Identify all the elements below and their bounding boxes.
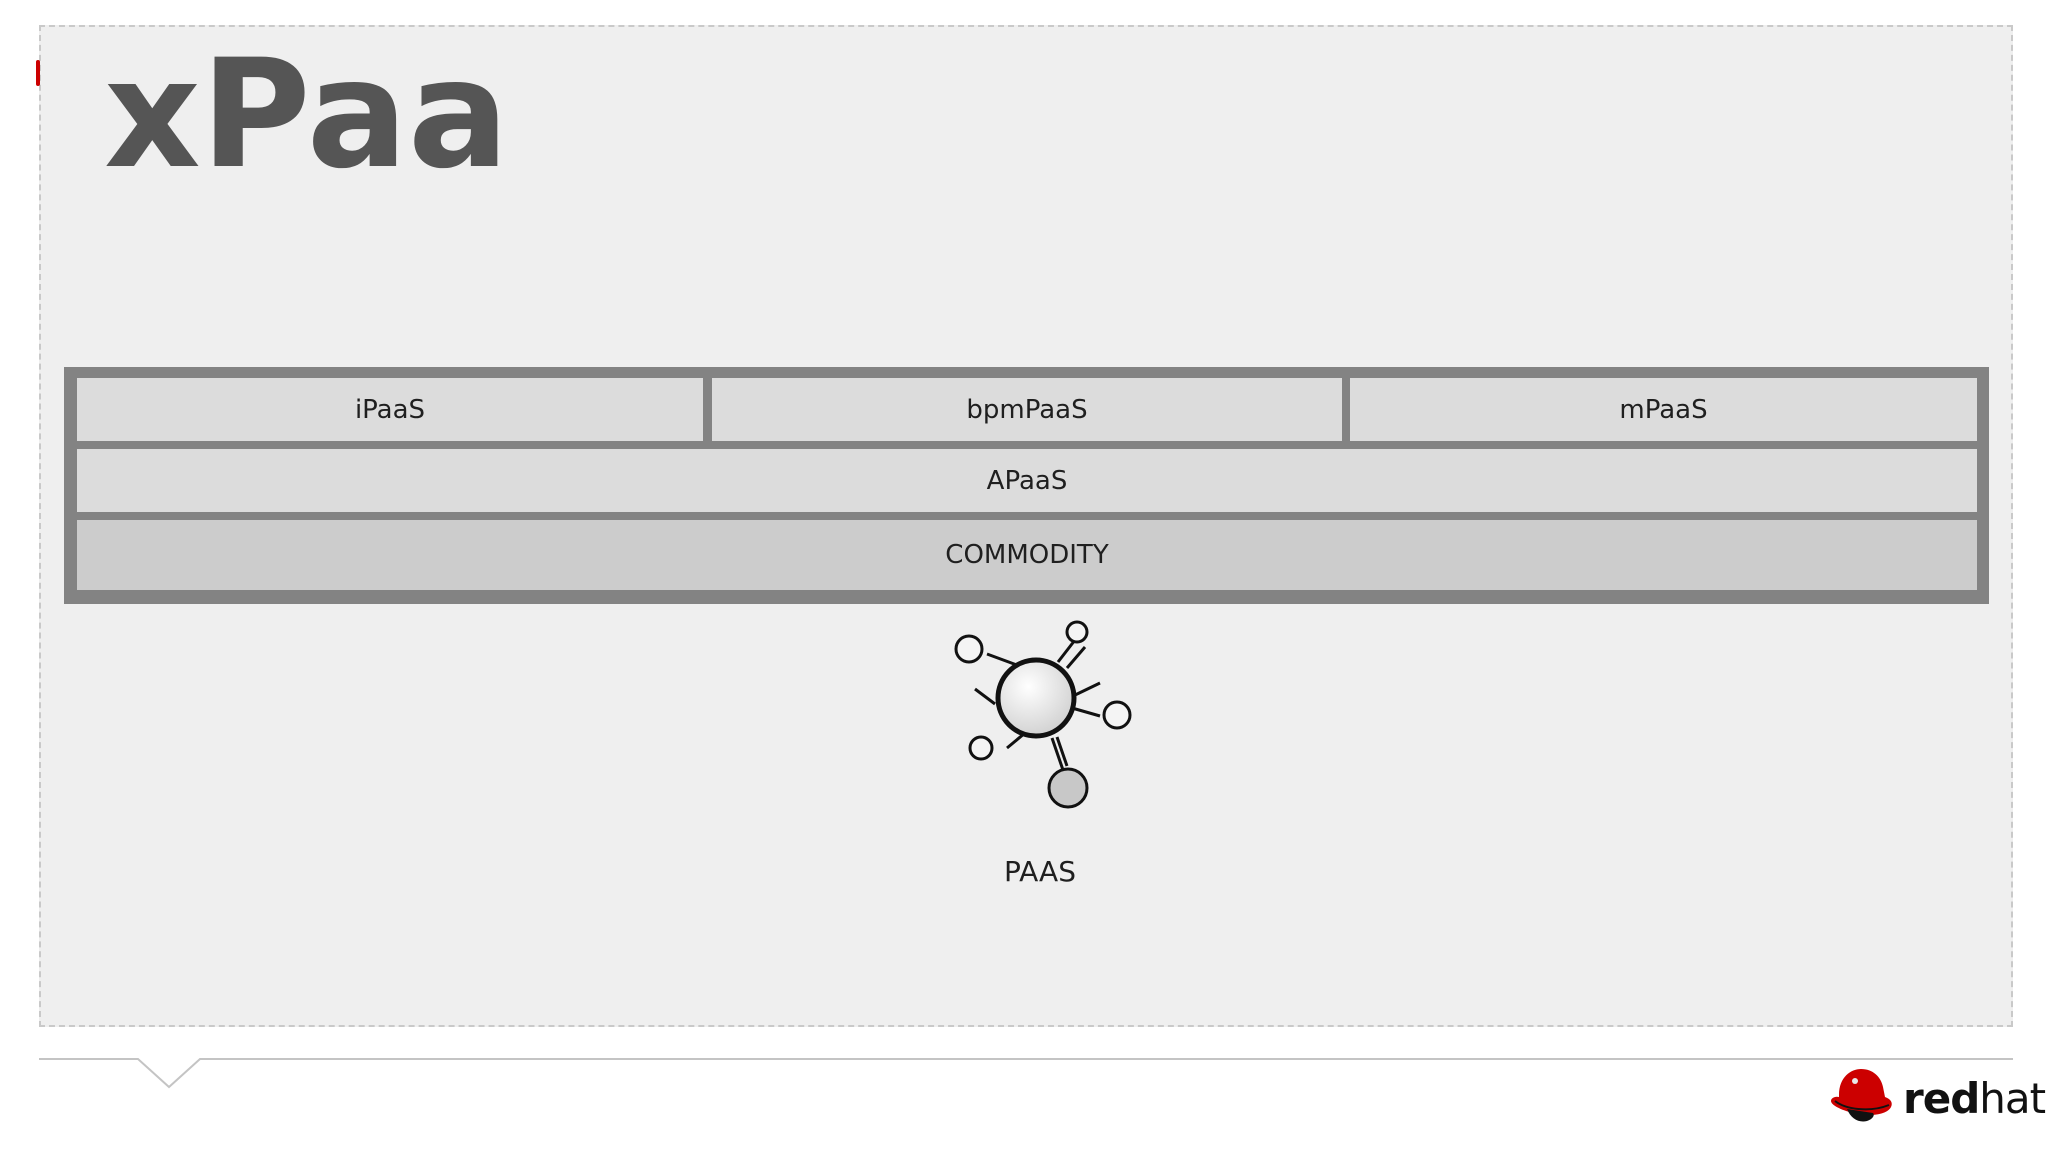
redhat-wordmark-red: red	[1903, 1074, 1980, 1123]
redhat-wordmark: redhat.	[1903, 1078, 2048, 1120]
paas-stack-diagram: iPaaS bpmPaaS mPaaS APaaS COMMODITY	[64, 367, 1989, 604]
footer-divider	[39, 1055, 2013, 1113]
page-title: xPaaS	[104, 40, 504, 200]
stack-cell-bpmpaas: bpmPaaS	[712, 378, 1342, 441]
stack-cell-ipaas: iPaaS	[77, 378, 703, 441]
network-hub-icon	[945, 610, 1140, 815]
redhat-shadowman-icon	[1825, 1065, 2025, 1140]
redhat-wordmark-dot: .	[2045, 1074, 2048, 1123]
paas-label: PAAS	[1004, 855, 1076, 888]
stack-cell-mpaas: mPaaS	[1350, 378, 1977, 441]
stack-cell-apaas: APaaS	[77, 449, 1977, 512]
redhat-wordmark-hat: hat	[1979, 1074, 2046, 1123]
stack-cell-commodity: COMMODITY	[77, 520, 1977, 590]
slide-accent-mark	[36, 60, 40, 86]
xpaas-logo-title: xPaaS	[104, 28, 617, 202]
